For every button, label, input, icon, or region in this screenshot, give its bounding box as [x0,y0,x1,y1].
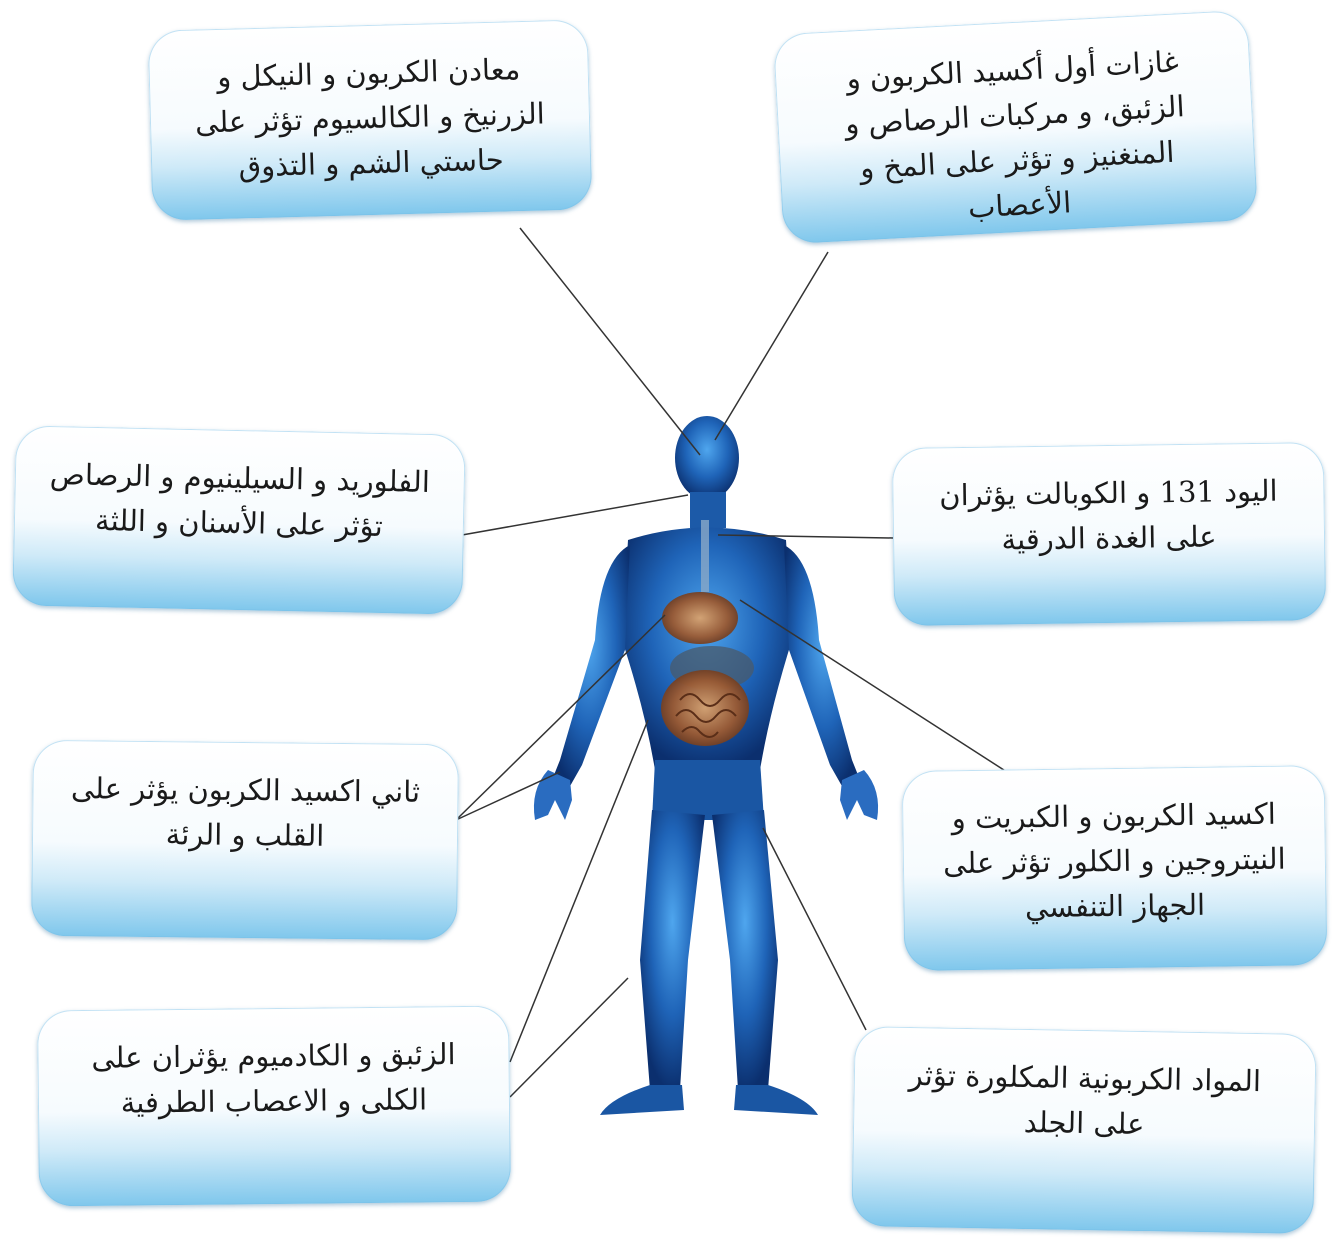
info-text-lower-right: اكسيد الكربون و الكبريت و النيتروجين و ا… [930,791,1299,931]
info-text-mid-right: اليود 131 و الكوبالت يؤثران على الغدة ال… [920,468,1297,563]
info-box-lower-right: اكسيد الكربون و الكبريت و النيتروجين و ا… [902,765,1328,971]
info-text-bottom-right: المواد الكربونية المكلورة تؤثر على الجلد [881,1052,1289,1149]
info-text-top-left: معادن الكربون و النيكل و الزرنيخ و الكال… [176,46,563,191]
info-box-lower-left: ثاني اكسيد الكربون يؤثر على القلب و الرئ… [31,740,459,940]
info-box-mid-left: الفلوريد و السيلينيوم و الرصاص تؤثر على … [12,425,466,614]
info-box-bottom-left: الزئبق و الكادميوم يؤثران على الكلى و ال… [37,1006,511,1207]
info-box-top-right: غازات أول أكسيد الكربون و الزئبق، و مركب… [773,10,1258,245]
info-text-mid-left: الفلوريد و السيلينيوم و الرصاص تؤثر على … [41,452,437,550]
info-text-lower-left: ثاني اكسيد الكربون يؤثر على القلب و الرئ… [60,766,431,860]
info-text-bottom-left: الزئبق و الكادميوم يؤثران على الكلى و ال… [65,1032,482,1126]
info-box-mid-right: اليود 131 و الكوبالت يؤثران على الغدة ال… [892,442,1326,626]
info-text-top-right: غازات أول أكسيد الكربون و الزئبق، و مركب… [802,37,1230,239]
info-box-top-left: معادن الكربون و النيكل و الزرنيخ و الكال… [148,19,593,220]
info-box-bottom-right: المواد الكربونية المكلورة تؤثر على الجلد [851,1026,1316,1234]
